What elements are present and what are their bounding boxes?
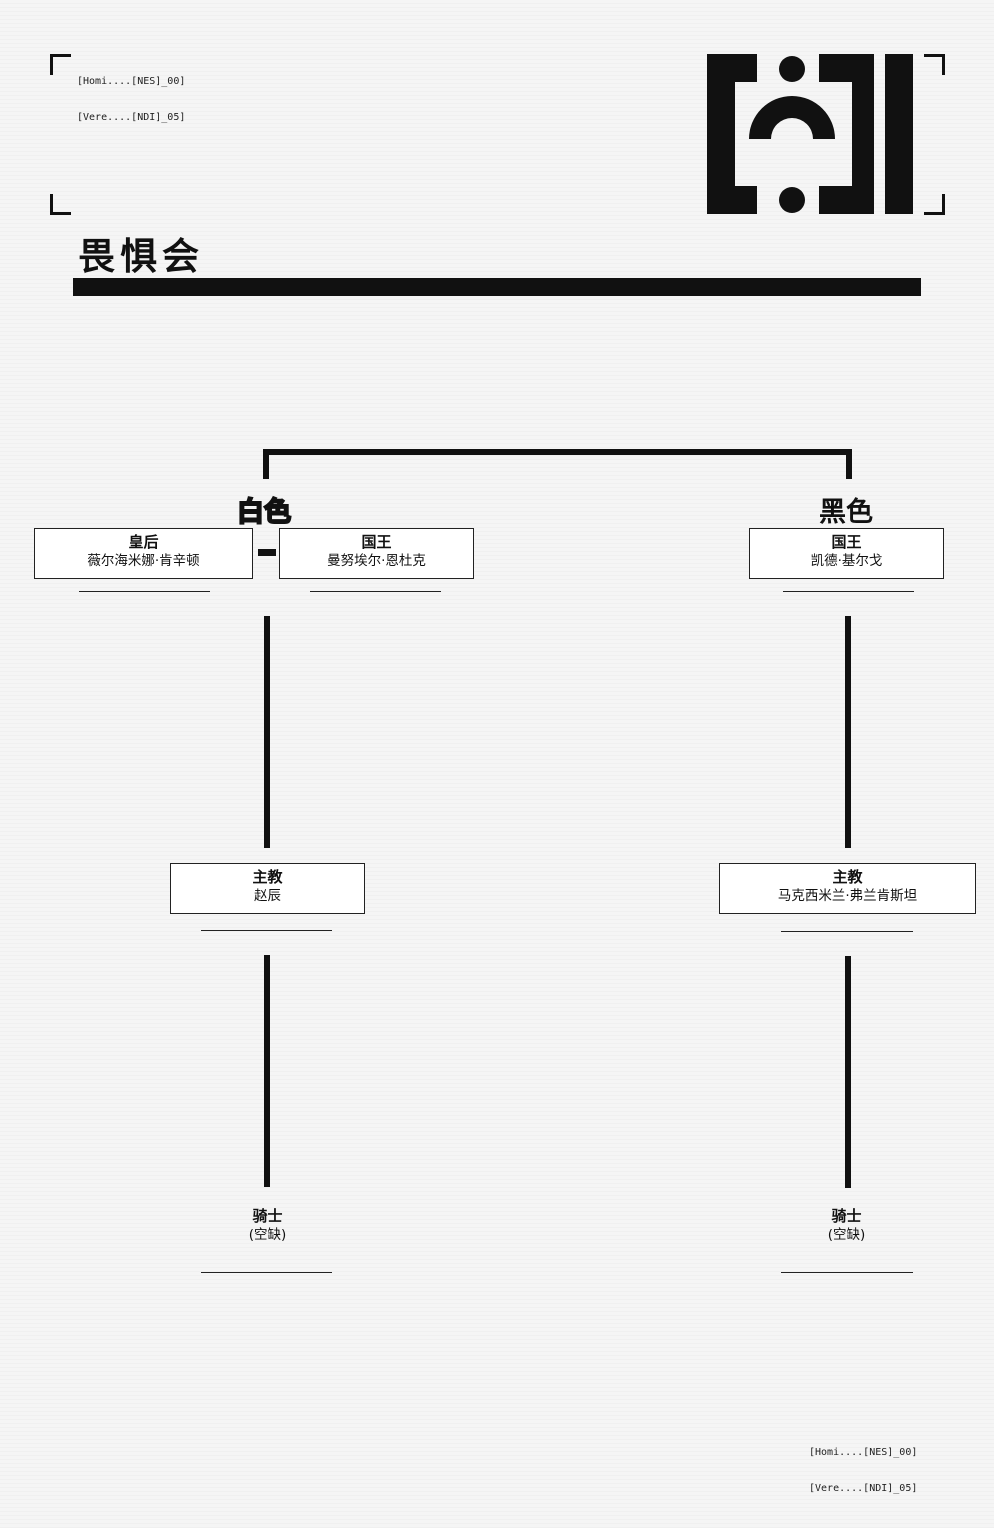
white-side-label: 白色 [236,496,292,529]
connector-top-bar [263,449,852,455]
black-knight: 骑士 (空缺) [749,1207,944,1245]
white-queen-box: 皇后 薇尔海米娜·肯辛顿 [34,528,253,579]
white-queen-role: 皇后 [128,533,159,551]
connector-right-drop [846,449,852,479]
black-king-bishop-line [845,616,851,848]
white-king-box: 国王 曼努埃尔·恩杜克 [279,528,474,579]
black-knight-name: (空缺) [827,1227,866,1243]
footer-code-line-1: [Homi....[NES]_00] [809,1447,918,1458]
white-knight: 骑士 (空缺) [170,1207,365,1245]
black-bishop-knight-line [845,956,851,1188]
black-king-box: 国王 凯德·基尔戈 [749,528,944,579]
white-bishop-role: 主教 [252,868,283,886]
white-bishop-box: 主教 赵辰 [170,863,365,914]
white-queen-name: 薇尔海米娜·肯辛顿 [87,553,200,569]
white-king-name: 曼努埃尔·恩杜克 [327,553,426,569]
corner-bracket-logo-bottom-right [924,194,945,215]
black-bishop-underline [781,931,913,932]
black-side-label: 黑色 [819,497,873,528]
queen-king-dash [258,549,276,556]
hellfire-club-logo [707,54,913,214]
page-title: 畏惧会 [78,235,204,278]
white-bishop-name: 赵辰 [254,888,281,904]
white-king-bishop-line [264,616,270,848]
black-knight-role: 骑士 [831,1207,862,1225]
title-rule [73,278,921,296]
black-bishop-box: 主教 马克西米兰·弗兰肯斯坦 [719,863,976,914]
corner-bracket-logo-top-right [924,54,945,75]
white-king-underline [310,591,441,592]
corner-bracket-top-left [50,54,71,75]
white-knight-underline [201,1272,332,1273]
white-knight-name: (空缺) [248,1227,287,1243]
black-king-name: 凯德·基尔戈 [810,553,883,569]
black-king-role: 国王 [831,533,862,551]
white-king-role: 国王 [361,533,392,551]
connector-left-drop [263,449,269,479]
black-bishop-role: 主教 [832,868,863,886]
header-code-line-2: [Vere....[NDI]_05] [77,112,186,123]
header-code: [Homi....[NES]_00] [Vere....[NDI]_05] [77,52,185,136]
black-king-underline [783,591,914,592]
white-knight-role: 骑士 [252,1207,283,1225]
black-knight-underline [781,1272,913,1273]
black-bishop-name: 马克西米兰·弗兰肯斯坦 [777,888,918,904]
footer-code-line-2: [Vere....[NDI]_05] [809,1483,918,1494]
white-bishop-underline [201,930,332,931]
white-queen-underline [79,591,210,592]
white-bishop-knight-line [264,955,270,1187]
header-code-line-1: [Homi....[NES]_00] [77,76,186,87]
footer-code: [Homi....[NES]_00] [Vere....[NDI]_05] [809,1423,917,1507]
corner-bracket-bottom-left [50,194,71,215]
